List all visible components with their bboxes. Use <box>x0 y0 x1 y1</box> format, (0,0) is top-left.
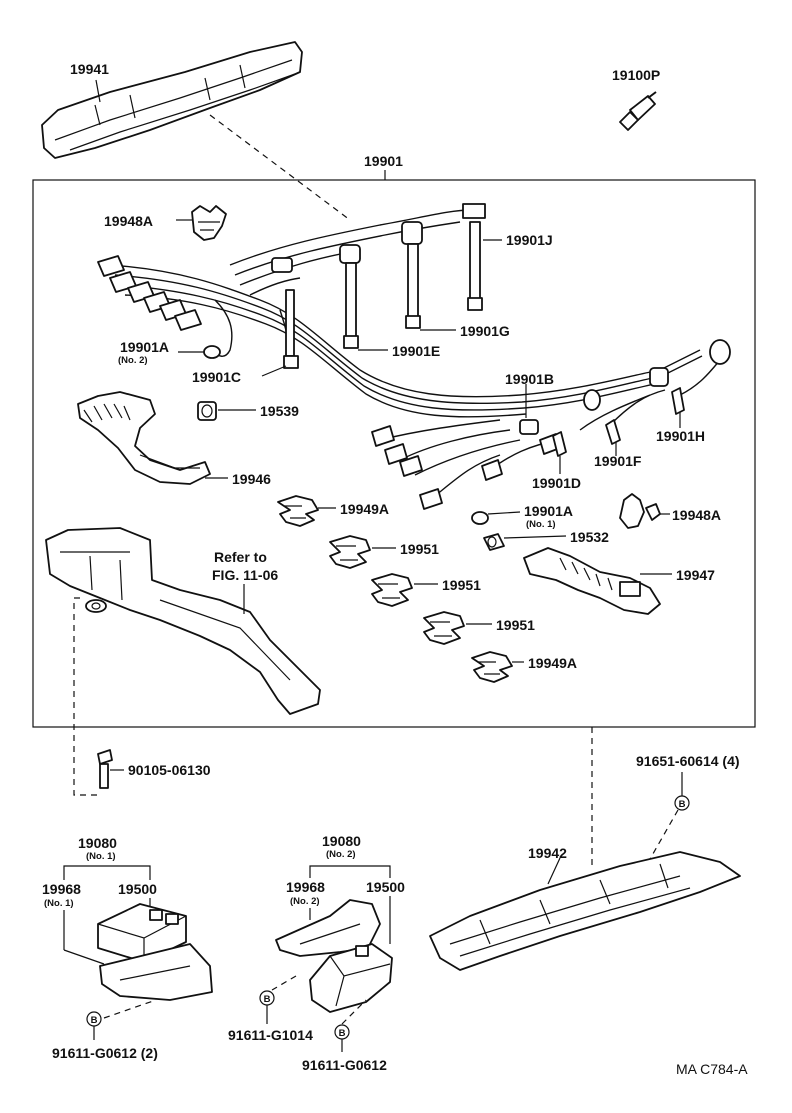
clip-19948A-right <box>619 493 661 529</box>
label-19942: 19942 <box>528 845 567 861</box>
label-19901J: 19901J <box>506 232 553 248</box>
label-19080-no2-sub: (No. 2) <box>326 849 356 860</box>
cover-19942 <box>429 851 741 971</box>
plug-wire-19901G <box>405 243 421 329</box>
label-19500-no1: 19500 <box>118 881 157 897</box>
label-19901B: 19901B <box>505 371 554 387</box>
label-19532: 19532 <box>570 529 609 545</box>
dashed-link-bolt <box>73 597 102 796</box>
label-91651-60614: 91651-60614 (4) <box>636 753 740 769</box>
plug-wire-19901E <box>343 262 359 349</box>
label-19539: 19539 <box>260 403 299 419</box>
label-19949A-upper: 19949A <box>340 501 389 517</box>
coil-19500-no1 <box>97 903 187 963</box>
label-19968-no1: 19968 <box>42 881 81 897</box>
label-91611-g0612: 91611-G0612 <box>302 1057 387 1073</box>
clamp-19951-c <box>423 611 465 645</box>
spark-plug-19100P <box>619 91 657 131</box>
bracket-19968-no2 <box>275 899 381 957</box>
cover-19941 <box>41 41 303 159</box>
label-19901H: 19901H <box>656 428 705 444</box>
bolt-marker-91611-g1014-letter: B <box>264 994 271 1005</box>
dashed-link-cover <box>209 114 351 221</box>
diagram-code: MA C784-A <box>676 1061 748 1077</box>
label-19901G: 19901G <box>460 323 510 339</box>
label-19901A-no2: 19901A <box>120 339 169 355</box>
coil-19500-no2 <box>309 943 393 1013</box>
label-19951-a: 19951 <box>400 541 439 557</box>
bolt-marker-91651 <box>674 795 690 811</box>
terminal-19901A-no1 <box>471 511 489 525</box>
plug-wire-19901C <box>283 289 299 369</box>
grommet-19539 <box>197 401 217 421</box>
holder-19946 <box>77 391 211 485</box>
holder-19947 <box>523 547 661 615</box>
label-19941: 19941 <box>70 61 109 77</box>
bolt-marker-91611-g0612-2-letter: B <box>91 1015 98 1026</box>
label-19080-no1-sub: (No. 1) <box>86 851 116 862</box>
clip-19948A-upper <box>191 205 227 241</box>
label-19951-b: 19951 <box>442 577 481 593</box>
boot-cluster-lower <box>371 425 561 510</box>
plug-wire-19901J <box>467 221 483 311</box>
label-19968-no1-sub: (No. 1) <box>44 898 74 909</box>
boot-cluster-left <box>97 255 202 331</box>
label-19901: 19901 <box>364 153 403 169</box>
bracket-19080-no2 <box>309 865 391 878</box>
label-19968-no2: 19968 <box>286 879 325 895</box>
clamp-19951-a <box>329 535 371 569</box>
bracket-19080-no1 <box>63 865 151 880</box>
label-19948A-right: 19948A <box>672 507 721 523</box>
label-19080-no2: 19080 <box>322 833 361 849</box>
label-19901A-no2-sub: (No. 2) <box>118 355 148 366</box>
bracket-19968-no1 <box>99 943 213 1001</box>
label-91611-g1014: 91611-G1014 <box>228 1027 313 1043</box>
bolt-marker-91611-g0612-letter: B <box>339 1028 346 1039</box>
plug-wire-19901H <box>671 387 685 415</box>
ignition-wire-harness <box>109 203 731 501</box>
label-90105-06130: 90105-06130 <box>128 762 211 778</box>
group-frame-19901 <box>32 179 756 728</box>
bolt-marker-91651-letter: B <box>679 799 686 810</box>
label-19947: 19947 <box>676 567 715 583</box>
bracket-refer-fig <box>45 527 321 715</box>
label-19901C: 19901C <box>192 369 241 385</box>
label-19080-no1: 19080 <box>78 835 117 851</box>
leader-19941 <box>95 79 101 103</box>
refer-text-line1: Refer to <box>214 549 267 565</box>
refer-text-line2: FIG. 11-06 <box>212 567 278 583</box>
label-19901A-no1: 19901A <box>524 503 573 519</box>
label-19901A-no1-sub: (No. 1) <box>526 519 556 530</box>
label-19901D: 19901D <box>532 475 581 491</box>
grommet-19532 <box>483 533 505 551</box>
label-19968-no2-sub: (No. 2) <box>290 896 320 907</box>
label-19946: 19946 <box>232 471 271 487</box>
plug-wire-19901F <box>605 419 621 445</box>
label-19949A-lower: 19949A <box>528 655 577 671</box>
label-19901F: 19901F <box>594 453 642 469</box>
bolt-90105-06130 <box>97 749 113 789</box>
clamp-19951-b <box>371 573 413 607</box>
plug-wire-19901D <box>552 431 567 457</box>
terminal-19901A-no2 <box>203 345 221 359</box>
label-19901E: 19901E <box>392 343 440 359</box>
label-19951-c: 19951 <box>496 617 535 633</box>
clamp-19949A-upper <box>277 495 319 527</box>
clamp-19949A-lower <box>471 651 513 683</box>
label-91611-g0612-2: 91611-G0612 (2) <box>52 1045 158 1061</box>
label-19100P: 19100P <box>612 67 660 83</box>
label-19500-no2: 19500 <box>366 879 405 895</box>
label-19948A-upper: 19948A <box>104 213 153 229</box>
